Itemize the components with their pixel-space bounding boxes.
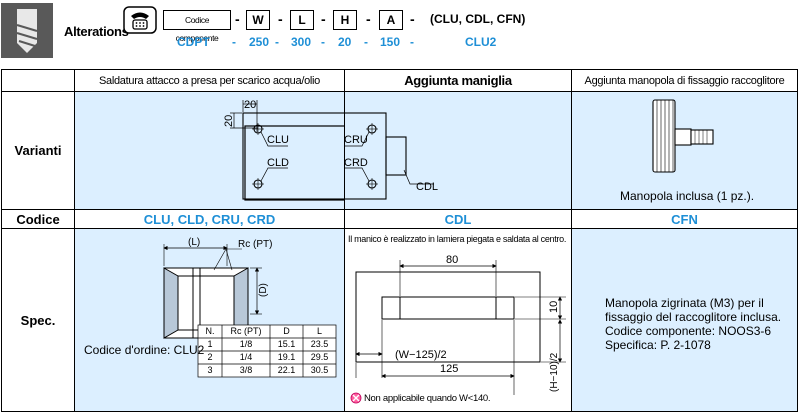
dim-h-expr: (H−10)/2 <box>549 352 560 392</box>
plate-labels: 20 20 CLU CRU CLD CRD CDL <box>223 99 438 193</box>
dim-10: 10 <box>548 301 560 313</box>
rc-table-header-l: L <box>316 326 322 336</box>
alterations-title: Alterations <box>64 24 129 39</box>
rc-table-cell: 22.1 <box>277 365 296 375</box>
rc-table-cell: 15.1 <box>277 339 296 349</box>
code-field-w: W <box>246 10 270 30</box>
code-handle: CDL <box>444 211 472 227</box>
variant-cell-water-fitting <box>75 92 344 209</box>
handle-spec-drawing <box>355 260 566 395</box>
example-dash: - <box>275 35 279 49</box>
row-label-code: Codice <box>16 211 60 227</box>
dim-d-label: (D) <box>258 283 269 297</box>
spec-cell-handle <box>345 229 571 411</box>
variants-col1-drawing <box>244 125 344 201</box>
handle-warning: Non applicabile quando W<140. <box>364 393 491 404</box>
code-knob: CFN <box>671 211 698 227</box>
knob-spec-text: Manopola zigrinata (M3) per il fissaggio… <box>605 296 781 352</box>
dash-separator: - <box>321 11 326 27</box>
phone-icon <box>123 6 157 34</box>
rc-table-cell: 30.5 <box>310 365 329 375</box>
rc-size-table <box>197 324 337 378</box>
alteration-codes-suffix: (CLU, CDL, CFN) <box>430 12 526 26</box>
example-alteration: CLU2 <box>465 35 497 49</box>
label-crd: CRD <box>344 157 368 169</box>
order-code-text: Codice d'ordine: CLU2 <box>84 343 205 357</box>
rc-table-cell: 1 <box>207 339 213 349</box>
fitting-section-drawing <box>163 244 262 339</box>
col-header-knob: Aggiunta manopola di fissaggio raccoglit… <box>584 74 785 87</box>
code-field-h: H <box>333 10 357 30</box>
example-h: 20 <box>338 35 352 49</box>
rc-table-cell: 1/4 <box>239 352 253 362</box>
code-label-box: Codice componente <box>163 10 231 43</box>
alterations-header: Alterations Codice componente - W - L - … <box>0 0 800 62</box>
rc-table-cell: 1/8 <box>239 339 253 349</box>
row-label-variants: Varianti <box>14 143 62 158</box>
dim-w-expr: (W−125)/2 <box>395 349 447 361</box>
drill-bit-icon <box>1 3 53 58</box>
knob-drawing <box>652 99 714 173</box>
dash-separator: - <box>410 11 415 27</box>
code-water-fitting: CLU, CLD, CRU, CRD <box>143 211 276 227</box>
dim-20-horizontal: 20 <box>244 99 256 111</box>
knob-included-note: Manopola inclusa (1 pz.). <box>620 189 755 203</box>
example-dash: - <box>232 35 236 49</box>
dim-80: 80 <box>446 254 458 266</box>
dim-20-vertical: 20 <box>223 115 235 127</box>
col-header-water-fitting: Saldatura attacco a presa per scarico ac… <box>98 74 320 87</box>
rc-table-cell: 19.1 <box>277 352 296 362</box>
knob-spec-line: Manopola zigrinata (M3) per il <box>605 296 764 310</box>
label-clu: CLU <box>267 134 289 146</box>
rc-table-cell: 3/8 <box>239 365 253 375</box>
dim-rc-label: Rc (PT) <box>238 239 272 250</box>
example-dash: - <box>410 35 414 49</box>
rc-table-header-rc: Rc (PT) <box>230 326 262 336</box>
col-header-handle: Aggiunta maniglia <box>404 73 512 88</box>
spec-cell-knob <box>572 229 797 411</box>
rc-table-cell: 23.5 <box>310 339 329 349</box>
dim-l-label: (L) <box>188 237 200 248</box>
knob-spec-line: Specifica: P. 2-1078 <box>605 338 711 352</box>
rc-table-cell: 29.5 <box>310 352 329 362</box>
example-a: 150 <box>380 35 401 49</box>
row-label-spec: Spec. <box>20 312 56 328</box>
label-cru: CRU <box>344 134 368 146</box>
plate-body <box>230 100 434 200</box>
knob-spec-line: Codice componente: NOOS3-6 <box>605 324 772 338</box>
knob-spec-line: fissaggio del raccoglitore inclusa. <box>605 310 782 324</box>
example-part: CDPT <box>177 35 210 49</box>
example-w: 250 <box>249 35 270 49</box>
rc-table-header-n: N. <box>205 326 215 336</box>
code-field-a: A <box>379 10 403 30</box>
rc-table-header-d: D <box>283 326 290 336</box>
variant-cell-handle <box>345 92 571 209</box>
example-dash: - <box>364 35 368 49</box>
prohibited-icon <box>350 392 362 404</box>
example-l: 300 <box>291 35 312 49</box>
rc-table-cell: 2 <box>207 352 213 362</box>
label-cld: CLD <box>267 157 289 169</box>
alterations-table: Saldatura attacco a presa per scarico ac… <box>1 69 798 412</box>
dash-separator: - <box>235 11 240 27</box>
example-dash: - <box>321 35 325 49</box>
dash-separator: - <box>278 11 283 27</box>
rc-table-cell: 3 <box>207 365 213 375</box>
label-cdl: CDL <box>416 181 438 193</box>
dash-separator: - <box>366 11 371 27</box>
handle-note: Il manico è realizzato in lamiera piegat… <box>348 234 567 244</box>
variant-cell-knob <box>572 92 797 209</box>
dim-125: 125 <box>440 363 458 375</box>
code-field-l: L <box>290 10 314 30</box>
